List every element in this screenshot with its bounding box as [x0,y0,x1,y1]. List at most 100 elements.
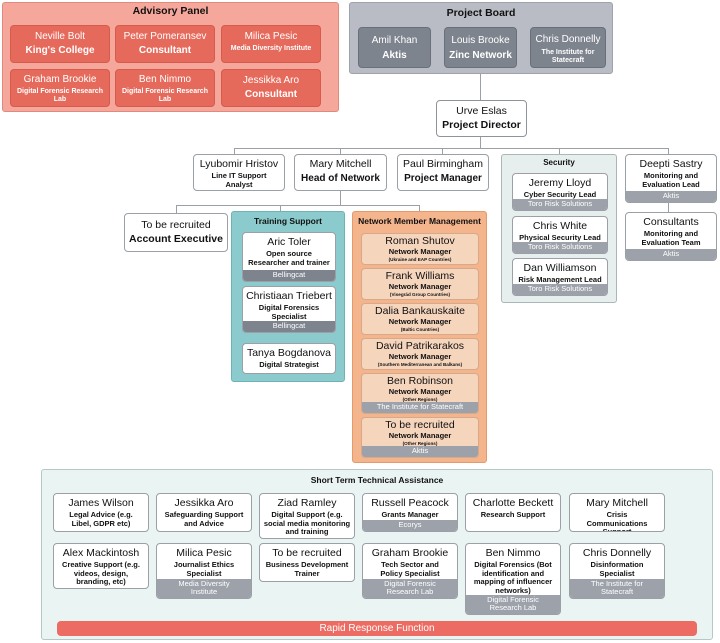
member-role: Network Manager [388,352,452,361]
member-name: Louis Brooke [451,35,510,46]
director-role: Project Director [442,119,521,131]
member-org: Digital Forensic Research Lab [363,579,457,598]
member-region: (Other Regions) [402,396,438,402]
network-member: To be recruited Network Manager (Other R… [361,417,479,458]
training-panel: Training Support Aric Toler Open source … [231,211,345,382]
member-role: Journalist Ethics Specialist [173,560,235,578]
member-region: (Other Regions) [402,440,438,446]
sta-member: Graham Brookie Tech Sector and Policy Sp… [362,543,458,599]
rapid-response-bar: Rapid Response Function [57,621,697,636]
member-org: Digital Forensic Research Lab [466,595,560,614]
connector [280,205,281,211]
project-board: Project Board Amil Khan Aktis Louis Broo… [349,2,613,74]
member-org: Toro Risk Solutions [513,199,607,210]
member-role: Creative Support (e.g. videos, design, b… [62,560,140,586]
member-name: Neville Bolt [34,31,86,42]
connector [419,205,420,211]
board-member: Chris Donnelly The Institute for Statecr… [530,27,606,68]
person-name: Deepti Sastry [639,158,703,170]
member-name: Graham Brookie [371,547,449,559]
member-org: Zinc Network [449,50,512,61]
head-of-network-card: Mary Mitchell Head of Network [294,154,387,191]
sta-member: Russell Peacock Grants Manager Ecorys [362,493,458,532]
connector [668,203,669,212]
training-member: Aric Toler Open source Researcher and tr… [242,232,336,282]
network-panel: Network Member Management Roman Shutov N… [352,211,487,463]
monitoring-card: Deepti Sastry Monitoring and Evaluation … [625,154,717,203]
connector [176,205,419,206]
member-name: Peter Pomeransev [123,31,207,42]
member-name: Dan Williamson [523,262,597,274]
person-role: Account Executive [129,233,223,245]
sta-panel: Short Term Technical Assistance James Wi… [41,469,713,640]
project-board-title: Project Board [446,7,516,19]
member-name: Ziad Ramley [277,497,337,509]
sta-member: Alex Mackintosh Creative Support (e.g. v… [53,543,149,589]
board-member: Amil Khan Aktis [358,27,431,68]
advisory-member: Peter Pomeransev Consultant [115,25,215,63]
member-role: Digital Forensics (Bot identification an… [473,560,553,595]
member-name: Russell Peacock [371,497,449,509]
member-role: Network Manager [388,282,452,291]
member-name: To be recruited [272,547,342,559]
member-role: Safeguarding Support and Advice [164,510,244,528]
person-name: Paul Birmingham [403,158,483,170]
sta-member: James Wilson Legal Advice (e.g. Libel, G… [53,493,149,532]
member-role: Open source Researcher and trainer [248,249,330,267]
member-role: Disinformation Specialist [590,560,644,578]
member-org: Ecorys [363,520,457,531]
connector [480,137,481,148]
person-role: Line IT Support Analyst [211,171,267,189]
member-org: King's College [25,45,95,56]
board-member: Louis Brooke Zinc Network [444,27,517,68]
connector [234,148,235,154]
member-role: Digital Support (e.g. social media monit… [263,510,351,536]
project-manager-card: Paul Birmingham Project Manager [397,154,489,191]
person-org: Aktis [626,191,716,202]
advisory-panel-title: Advisory Panel [132,5,209,17]
person-role: Project Manager [404,173,482,184]
member-name: Jessikka Aro [242,75,300,86]
member-name: Dalia Bankauskaite [375,305,465,317]
network-member: Dalia Bankauskaite Network Manager (Balt… [361,303,479,335]
sta-member: Milica Pesic Journalist Ethics Specialis… [156,543,252,599]
member-name: Charlotte Beckett [472,497,554,509]
person-role: Monitoring and Evaluation Lead [642,171,700,189]
person-name: Consultants [643,216,699,228]
member-org: Consultant [244,89,298,100]
connector [234,148,668,149]
member-role: Cyber Security Lead [523,190,597,199]
member-name: Christiaan Triebert [246,290,332,302]
member-role: Network Manager [388,387,452,396]
training-member: Tanya Bogdanova Digital Strategist [242,343,336,374]
member-role: Digital Forensics Specialist [258,303,320,321]
director-card: Urve Eslas Project Director [436,100,527,137]
sta-member: Charlotte Beckett Research Support [465,493,561,532]
training-title: Training Support [254,216,322,226]
sta-member: To be recruited Business Development Tra… [259,543,355,582]
member-name: To be recruited [385,419,455,431]
member-name: Jeremy Lloyd [528,177,592,189]
advisory-member: Jessikka Aro Consultant [221,69,321,107]
member-org: Media Diversity Institute [230,45,312,52]
sta-member: Ben Nimmo Digital Forensics (Bot identif… [465,543,561,615]
advisory-member: Graham Brookie Digital Forensic Research… [10,69,110,107]
member-org: Toro Risk Solutions [513,242,607,253]
security-title: Security [543,158,575,167]
rapid-response-label: Rapid Response Function [319,622,435,634]
member-name: Ben Nimmo [138,74,192,85]
connector [340,191,341,205]
member-name: James Wilson [68,497,134,509]
member-org: Digital Forensic Research Lab [122,88,208,103]
member-name: Ben Robinson [387,375,453,387]
member-name: Chris Donnelly [535,34,601,45]
advisory-panel: Advisory Panel Neville Bolt King's Colle… [2,2,339,112]
network-title: Network Member Management [358,216,481,226]
person-role: Monitoring and Evaluation Team [641,229,701,247]
person-org: Aktis [626,249,716,260]
member-region: (Ukraine and EAP Countries) [388,256,452,262]
security-panel: Security Jeremy Lloyd Cyber Security Lea… [501,154,617,303]
connector [176,205,177,213]
sta-member: Mary Mitchell Crisis Communications Supp… [569,493,665,532]
member-name: Alex Mackintosh [62,547,140,559]
